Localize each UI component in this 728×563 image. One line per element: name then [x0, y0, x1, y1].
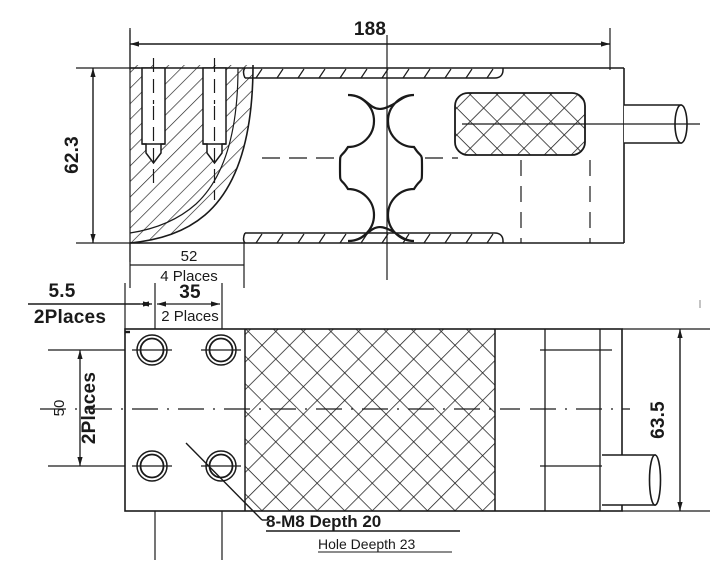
- flexure-cutout: [338, 93, 424, 243]
- dimension-note-2places: 2Places: [79, 372, 100, 444]
- dimension-overall-length: 188: [129, 19, 611, 70]
- thread-callout-text: 8-M8 Depth 20: [266, 512, 381, 531]
- dimension-5-5-2places: 5.5 2Places: [28, 281, 152, 328]
- dimension-note-2-places: 2 Places: [161, 308, 219, 325]
- top-chamfer-strip: [242, 67, 504, 79]
- top-view: 188 62.3: [62, 19, 700, 288]
- hatch-fill: [245, 329, 495, 511]
- mounting-holes: [132, 334, 241, 482]
- section-curved-boundary-inner: [129, 67, 239, 234]
- dimension-value-62-3: 62.3: [62, 136, 83, 174]
- mounting-face-hatch: [244, 329, 496, 511]
- bottom-view-internal-lines: [544, 329, 601, 511]
- dimension-value-50: 50: [51, 400, 68, 417]
- chamfer-ticks: [255, 68, 494, 79]
- cable-gland-bottom-view: [602, 454, 662, 506]
- bottom-chamfer-strip: [242, 232, 504, 244]
- dimension-52-4places: 52 4 Places: [129, 243, 245, 288]
- dimension-value-52: 52: [181, 248, 198, 265]
- flexure-cutout-outline: [338, 93, 424, 243]
- bottom-view: 5.5 2Places 35 2 Places 50 2Places: [28, 281, 710, 560]
- top-view-centerlines: [262, 35, 700, 280]
- mounting-hole-top-right: [201, 334, 241, 366]
- chamfer-ticks: [255, 233, 494, 244]
- blind-hole-left: [141, 58, 166, 185]
- chamfer-strip-outline: [245, 68, 504, 79]
- gland-end-ellipse: [648, 454, 662, 506]
- mounting-hole-bottom-left: [132, 450, 172, 482]
- section-curved-boundary: [129, 64, 254, 244]
- dimension-value-35: 35: [179, 282, 201, 303]
- bottom-view-centerline: [40, 349, 630, 467]
- dimension-50-2places: 50 2Places: [48, 349, 132, 467]
- dimension-value-63-5: 63.5: [648, 401, 669, 439]
- hole-callout-text: Hole Deepth 23: [318, 536, 416, 552]
- dimension-note-4-places: 4 Places: [160, 268, 218, 285]
- chamfer-strip-end: [242, 67, 246, 79]
- dimension-value-5-5: 5.5: [48, 281, 75, 302]
- leader-line: [185, 442, 263, 521]
- chamfer-strip-end: [242, 232, 246, 244]
- dimension-height-62-3: 62.3: [62, 67, 140, 244]
- dimension-value-188: 188: [354, 19, 386, 40]
- dimension-63-5: 63.5: [622, 328, 710, 512]
- blind-hole-right: [202, 58, 227, 200]
- gland-body: [602, 454, 656, 506]
- sectioned-mounting-block: [129, 58, 254, 244]
- thread-callout: 8-M8 Depth 20 Hole Deepth 23: [185, 442, 460, 553]
- dimension-note-2places: 2Places: [34, 307, 106, 328]
- mounting-hole-top-left: [132, 334, 172, 366]
- chamfer-strip-outline: [245, 232, 504, 243]
